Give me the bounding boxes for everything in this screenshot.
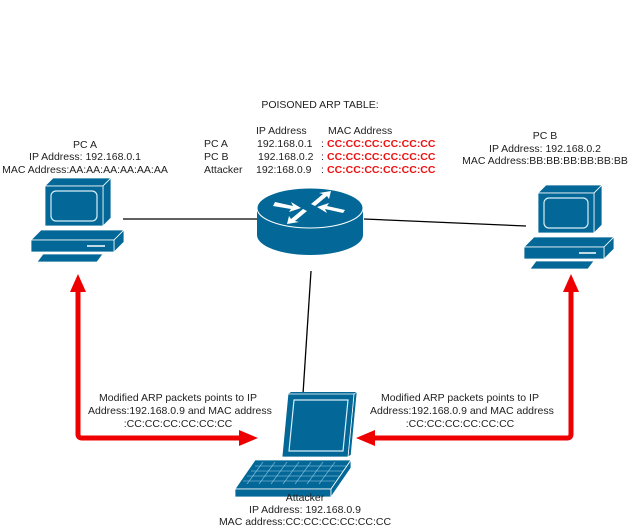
attacker-ip: IP Address: 192.168.0.9: [249, 504, 361, 516]
link-router-pc-b: [363, 218, 527, 227]
right-annotation-line: Address:192.168.0.9 and MAC address: [370, 405, 554, 417]
attacker-laptop-icon[interactable]: [234, 391, 358, 499]
right-annotation-line: Modified ARP packets points to IP: [381, 392, 539, 404]
arp-row-ip: 192:168.0.9: [256, 164, 312, 176]
right-annotation-line: :CC:CC:CC:CC:CC:CC: [405, 418, 515, 430]
arp-row-mac: CC:CC:CC:CC:CC:CC: [327, 138, 436, 150]
router-icon[interactable]: [256, 187, 364, 255]
arp-table-header-mac: MAC Address: [328, 125, 393, 137]
arp-row-sep: :: [321, 138, 324, 150]
left-annotation-line: Address:192.168.0.9 and MAC address: [88, 405, 272, 417]
arp-row-sep: :: [321, 151, 324, 163]
arp-arrow-left: [70, 274, 258, 446]
arp-table-header-ip: IP Address: [256, 125, 307, 137]
pc-a-mac: MAC Address:AA:AA:AA:AA:AA:AA: [2, 164, 168, 176]
pc-b-ip: IP Address: 192.168.0.2: [489, 143, 601, 155]
arp-table-title: POISONED ARP TABLE:: [261, 99, 379, 111]
arp-row-sep: :: [321, 164, 324, 176]
pc-a-name: PC A: [73, 139, 97, 151]
arp-arrow-right: [356, 274, 579, 446]
left-annotation-line: Modified ARP packets points to IP: [99, 392, 257, 404]
arp-row-mac: CC:CC:CC:CC:CC:CC: [327, 151, 436, 163]
attacker-mac: MAC address:CC:CC:CC:CC:CC:CC: [218, 516, 392, 528]
pc-a-icon[interactable]: [30, 177, 125, 263]
pc-b-icon[interactable]: [523, 184, 615, 270]
pc-b-name: PC B: [532, 130, 558, 142]
arp-row-mac: CC:CC:CC:CC:CC:CC: [327, 164, 436, 176]
arp-row-host: Attacker: [204, 164, 243, 176]
arp-row-host: PC A: [204, 138, 228, 150]
arp-row-ip: 192.168.0.2: [258, 151, 314, 163]
left-annotation-line: :CC:CC:CC:CC:CC:CC: [123, 418, 233, 430]
arp-row-ip: 192.168.0.1: [257, 138, 313, 150]
pc-a-ip: IP Address: 192.168.0.1: [29, 151, 141, 163]
pc-b-mac: MAC Address:BB:BB:BB:BB:BB:BB: [462, 155, 628, 167]
arp-row-host: PC B: [204, 151, 229, 163]
attacker-name: Attacker: [285, 492, 325, 504]
link-router-attacker: [302, 270, 312, 395]
